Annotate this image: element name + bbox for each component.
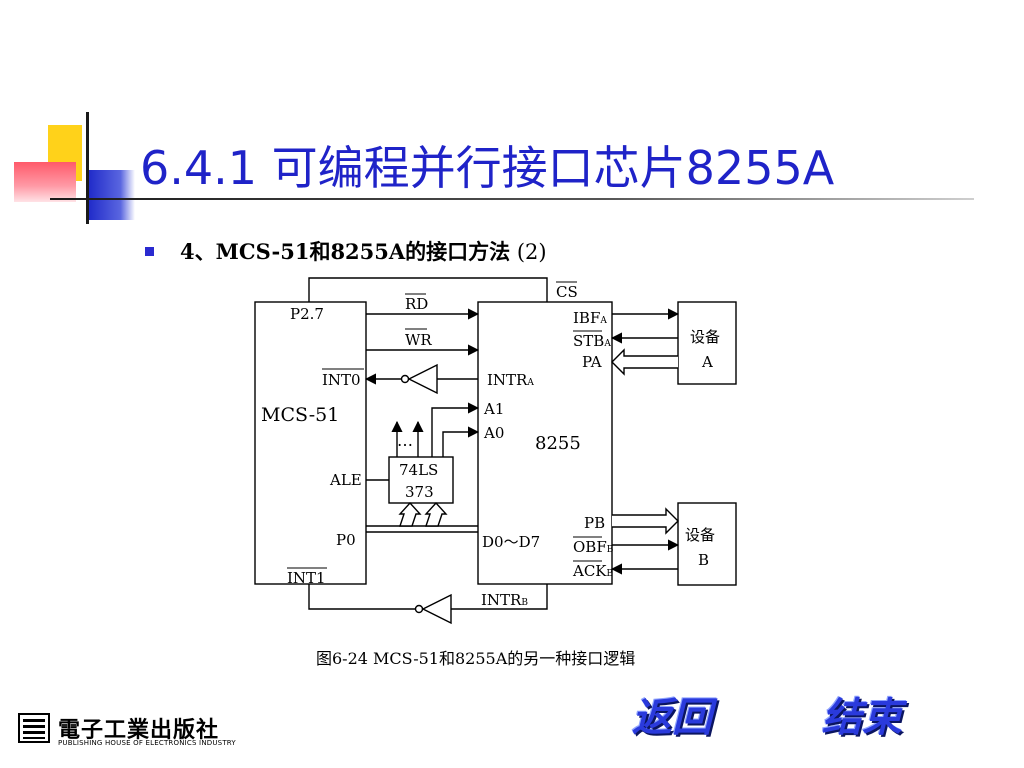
ibfa-sub: A [599, 316, 607, 326]
obfb-sub: B [607, 545, 614, 555]
figure-caption: 图6-24 MCS-51和8255A的另一种接口逻辑 [316, 649, 636, 668]
cs-wire [308, 277, 548, 302]
a1-label: A1 [483, 400, 504, 418]
intrb-text: INTR [481, 591, 522, 609]
device-a-label-1: 设备 [690, 328, 720, 346]
bullet-marker [145, 247, 154, 256]
cs-label: CS [556, 283, 578, 301]
rd-label: RD [405, 295, 428, 313]
obfb-text: OBF [573, 538, 607, 556]
ackb-text: ACK [572, 562, 607, 580]
device-b-label-2: B [698, 551, 709, 569]
ibfa-label: IBFA [573, 309, 607, 327]
int1-label: INT1 [287, 569, 326, 587]
ackb-sub: B [607, 569, 614, 579]
pa-label: PA [582, 353, 602, 371]
stba-text: STB [573, 332, 604, 350]
stba-sub: A [603, 339, 611, 349]
decor-blue-square [87, 170, 135, 220]
pa-bus-arrow [611, 348, 678, 376]
chip-8255-label: 8255 [535, 433, 581, 454]
end-button[interactable]: 结束 [822, 695, 902, 741]
a0-wire [442, 426, 480, 457]
latch-label-1: 74LS [399, 461, 438, 479]
p0-label: P0 [336, 531, 356, 549]
ale-label: ALE [329, 471, 362, 489]
mcs51-box [254, 301, 367, 585]
intra-text: INTR [487, 371, 528, 389]
intra-label: INTRA [487, 371, 534, 389]
decor-red-square [14, 162, 76, 202]
subtitle-bold: 4、MCS-51和8255A的接口方法 [180, 239, 511, 264]
decor-horizontal-line [50, 198, 974, 200]
device-a-label-2: A [701, 353, 713, 371]
slide-title: 6.4.1 可编程并行接口芯片8255A [140, 141, 835, 195]
a0-label: A0 [483, 424, 504, 442]
obfb-label: OBFB [573, 538, 614, 556]
int1-wire [308, 584, 415, 610]
inverter-a [407, 363, 438, 395]
pb-label: PB [584, 514, 605, 532]
wr-label: WR [405, 331, 432, 349]
chip-8255-box [477, 301, 613, 585]
slide-subtitle: 4、MCS-51和8255A的接口方法 (2) [180, 236, 547, 266]
d0d7-label: D0～D7 [482, 533, 540, 551]
ibfa-text: IBF [573, 309, 600, 327]
int0-label: INT0 [322, 371, 361, 389]
device-a-box [677, 301, 737, 385]
device-b-box [677, 502, 737, 586]
back-button[interactable]: 返回 [632, 695, 712, 741]
inverter-b [421, 593, 452, 625]
mcs51-label: MCS-51 [261, 404, 339, 426]
inverter-b-bubble [414, 604, 424, 614]
pb-bus-arrow [612, 507, 679, 535]
device-b-label-1: 设备 [685, 526, 715, 544]
publisher-name: 電子工業出版社 [58, 717, 220, 743]
intrb-sub: B [521, 598, 528, 608]
bus-arrow-2 [424, 501, 448, 527]
ackb-label: ACKB [572, 562, 614, 580]
latch-label-2: 373 [405, 483, 434, 501]
dots-label: … [397, 431, 413, 450]
a1-wire [431, 402, 480, 457]
decor-vertical-line [86, 112, 89, 224]
stba-label: STBA [573, 332, 611, 350]
bus-arrow-1 [398, 501, 422, 527]
publisher-logo-icon [18, 713, 50, 743]
intra-sub: A [526, 378, 534, 388]
inverter-a-bubble [400, 374, 410, 384]
intrb-label: INTRB [481, 591, 528, 609]
p27-label: P2.7 [290, 305, 324, 323]
subtitle-rest: (2) [510, 240, 547, 264]
intrb-wire [451, 584, 548, 610]
publisher-name-en: PUBLISHING HOUSE OF ELECTRONICS INDUSTRY [58, 739, 236, 747]
